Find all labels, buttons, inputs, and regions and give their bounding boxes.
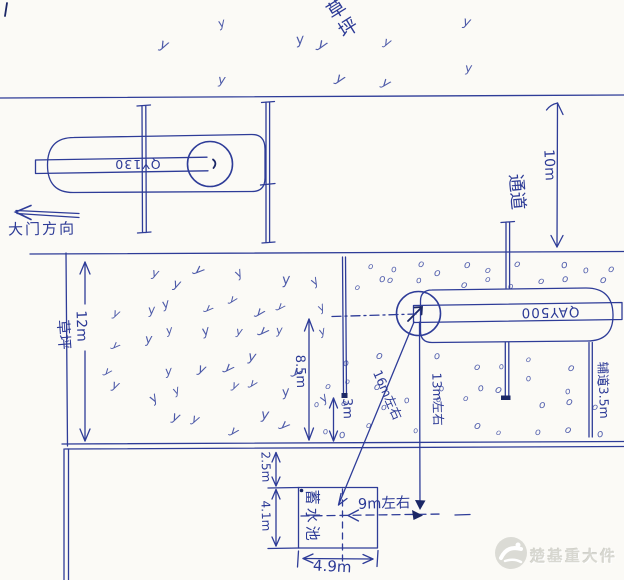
- boom-outline: [34, 156, 209, 175]
- pool-box: [297, 486, 471, 562]
- dim-8-5m-label: 8.5m: [291, 354, 309, 389]
- watermark-label: 楚基重大件: [530, 547, 618, 565]
- turntable-circle: [395, 290, 442, 337]
- outrigger-beam: [136, 104, 152, 234]
- dim-13m-label: 13m左右: [429, 372, 447, 426]
- gate-direction-arrow: [13, 204, 80, 221]
- dim-2-5m-label: 2.5m: [258, 451, 274, 483]
- pool-label: 蓄水池: [303, 489, 322, 544]
- boom-centerline: [331, 313, 417, 318]
- dim-4-1m-label: 4.1m: [258, 500, 274, 532]
- boom-outline: [412, 301, 623, 324]
- center-wall-line: [341, 256, 348, 398]
- band-lawn-label: 草坪: [53, 318, 74, 351]
- dim-4-9m-arrow: [296, 549, 379, 568]
- dim-4-9m-label: 4.9m: [312, 556, 352, 577]
- gate-direction-label: 大门方向: [7, 219, 77, 239]
- dim-9m-label: 9m左右: [357, 495, 411, 513]
- dim-2-5m-arrow: [267, 451, 300, 489]
- passage-10m-dimension: [545, 102, 564, 248]
- dim-3m-label: 3m: [339, 397, 355, 420]
- passage-width-label: 10m: [540, 148, 558, 182]
- side-road-label: 辅道3.5m: [595, 361, 613, 419]
- turntable-circle: [186, 140, 234, 188]
- dim-8-5m-arrow: [303, 318, 315, 441]
- dim-3m-arrow: [328, 397, 339, 442]
- radius-line-13m: [415, 321, 426, 510]
- outrigger-beam: [259, 100, 276, 244]
- crane-qy130-drawing: [34, 100, 276, 244]
- outrigger-beam: [504, 341, 510, 398]
- crane-qay500-label: QAY500: [520, 303, 580, 321]
- crane-qay500-drawing: [331, 220, 623, 438]
- outrigger-beam: [588, 341, 593, 438]
- dim-4-1m-arrow: [267, 488, 300, 550]
- crane-qy130-label: QY130: [114, 157, 161, 172]
- outrigger-beam: [500, 220, 516, 289]
- passage-label: 通道: [504, 173, 529, 211]
- watermark-logo-icon: [495, 537, 527, 569]
- band-width-label: 12m: [72, 310, 90, 343]
- dim-12m-arrow: [79, 261, 91, 442]
